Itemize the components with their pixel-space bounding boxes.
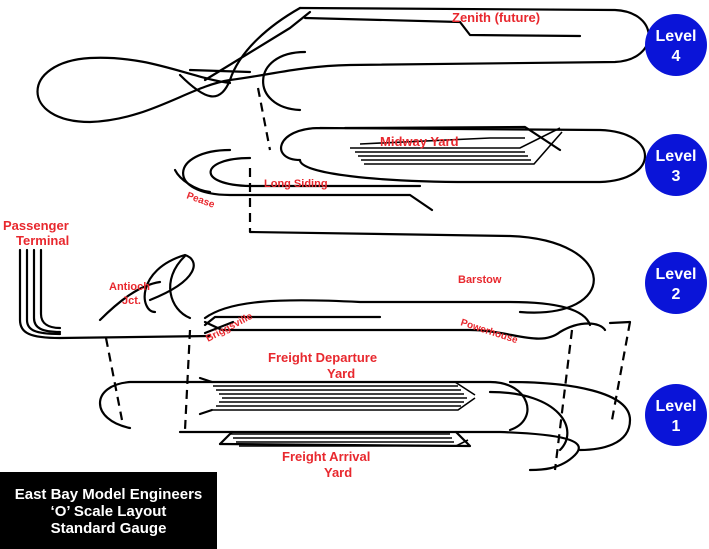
label-midway-yard: Midway Yard bbox=[380, 134, 459, 149]
label-briggsville: Briggsville bbox=[204, 311, 255, 345]
connector-3-2 bbox=[248, 230, 595, 314]
label-antioch-jct: Jct. bbox=[122, 295, 141, 307]
level-3-badge: Level 3 bbox=[645, 134, 707, 196]
level-2-number: 2 bbox=[672, 286, 681, 303]
label-freight-arrival: Freight Arrival bbox=[282, 449, 370, 464]
level-3-track bbox=[173, 125, 646, 212]
level-2-track bbox=[18, 248, 632, 340]
level-4-badge: Level 4 bbox=[645, 14, 707, 76]
level-3-number: 3 bbox=[672, 168, 681, 185]
helix-2-1-drop-a bbox=[104, 337, 124, 421]
label-long-siding: Long Siding bbox=[264, 178, 328, 190]
label-freight-departure-yard: Yard bbox=[327, 366, 355, 381]
level-1-track bbox=[99, 376, 632, 472]
level-3-word: Level bbox=[656, 148, 697, 165]
level-1-badge: Level 1 bbox=[645, 384, 707, 446]
helix-2-1-drop-d bbox=[610, 321, 632, 421]
level-4-word: Level bbox=[656, 28, 697, 45]
level-1-word: Level bbox=[656, 398, 697, 415]
level-2-word: Level bbox=[656, 266, 697, 283]
label-antioch: Antioch bbox=[109, 281, 150, 293]
title-line-1: East Bay Model Engineers bbox=[14, 486, 203, 503]
label-terminal: Terminal bbox=[16, 233, 69, 248]
label-barstow: Barstow bbox=[458, 274, 502, 286]
title-line-3: Standard Gauge bbox=[50, 520, 167, 537]
title-block: East Bay Model Engineers ‘O’ Scale Layou… bbox=[0, 472, 217, 549]
level-2-badge: Level 2 bbox=[645, 252, 707, 314]
helix-4-3 bbox=[262, 50, 307, 112]
label-freight-departure: Freight Departure bbox=[268, 350, 377, 365]
level-1-number: 1 bbox=[672, 418, 681, 435]
helix-2-1-drop-c bbox=[553, 329, 574, 471]
label-powerhouse: Powerhouse bbox=[459, 317, 519, 346]
level-4-number: 4 bbox=[672, 48, 681, 65]
helix-4-3-drop bbox=[256, 87, 272, 151]
title-line-2: ‘O’ Scale Layout bbox=[50, 503, 167, 520]
label-passenger: Passenger bbox=[3, 218, 69, 233]
helix-2-1-drop-b bbox=[183, 329, 192, 431]
label-zenith: Zenith (future) bbox=[452, 10, 540, 25]
level-4-track bbox=[36, 6, 650, 124]
label-freight-arrival-yard: Yard bbox=[324, 465, 352, 480]
